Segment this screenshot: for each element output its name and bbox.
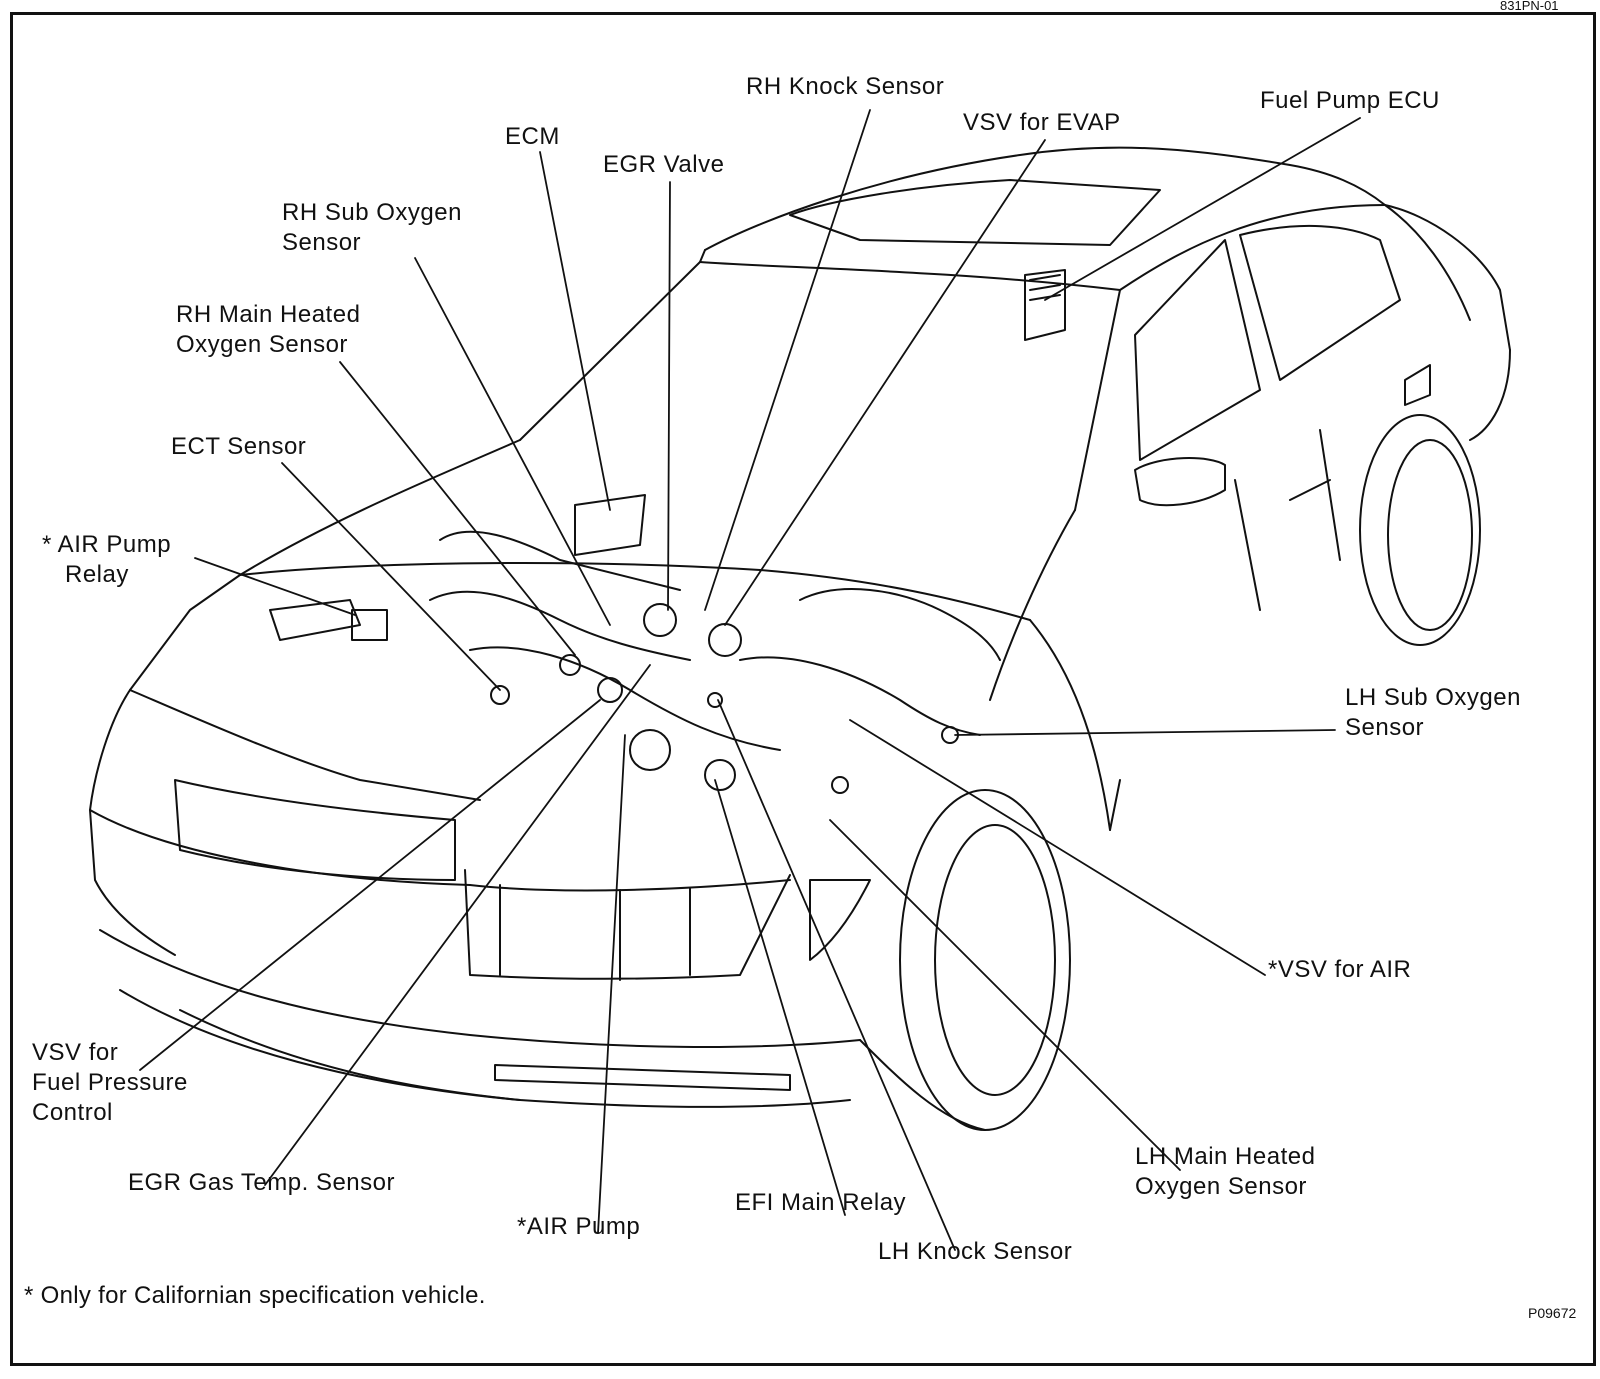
label-ecm: ECM	[505, 123, 560, 150]
label-lh-sub-oxygen-line1: LH Sub Oxygen	[1345, 684, 1521, 711]
label-rh-knock-sensor: RH Knock Sensor	[746, 73, 945, 100]
car-body	[89, 146, 1511, 1131]
figure-id: P09672	[1528, 1305, 1577, 1321]
label-rh-main-heated-line2: Oxygen Sensor	[176, 331, 348, 358]
label-efi-main-relay: EFI Main Relay	[735, 1189, 907, 1216]
label-ect-sensor: ECT Sensor	[171, 433, 307, 460]
label-lh-sub-oxygen-line2: Sensor	[1345, 714, 1425, 741]
label-rh-main-heated-line1: RH Main Heated	[176, 301, 361, 328]
footnote: * Only for Californian specification veh…	[24, 1282, 486, 1309]
label-rh-sub-oxygen-line2: Sensor	[282, 229, 362, 256]
header-code: 831PN-01	[1500, 0, 1559, 13]
label-fuel-pump-ecu: Fuel Pump ECU	[1260, 87, 1440, 114]
label-egr-valve: EGR Valve	[603, 151, 725, 178]
label-vsv-for-evap: VSV for EVAP	[963, 109, 1121, 136]
label-air-pump-relay-line2: Relay	[65, 561, 129, 588]
label-vsv-fuel-pressure-line3: Control	[32, 1099, 113, 1126]
label-air-pump-relay-line1: * AIR Pump	[42, 531, 172, 558]
label-egr-gas-temp-sensor: EGR Gas Temp. Sensor	[128, 1169, 395, 1196]
label-air-pump: *AIR Pump	[517, 1213, 641, 1240]
label-lh-knock-sensor: LH Knock Sensor	[878, 1238, 1073, 1265]
label-rh-sub-oxygen-line1: RH Sub Oxygen	[282, 199, 462, 226]
label-lh-main-heated-line2: Oxygen Sensor	[1135, 1173, 1307, 1200]
label-vsv-for-air: *VSV for AIR	[1268, 956, 1412, 983]
leader-lines	[139, 109, 1361, 1251]
label-vsv-fuel-pressure-line1: VSV for	[32, 1039, 119, 1066]
label-lh-main-heated-line1: LH Main Heated	[1135, 1143, 1316, 1170]
label-vsv-fuel-pressure-line2: Fuel Pressure	[32, 1069, 188, 1096]
diagram-frame	[10, 12, 1596, 1366]
